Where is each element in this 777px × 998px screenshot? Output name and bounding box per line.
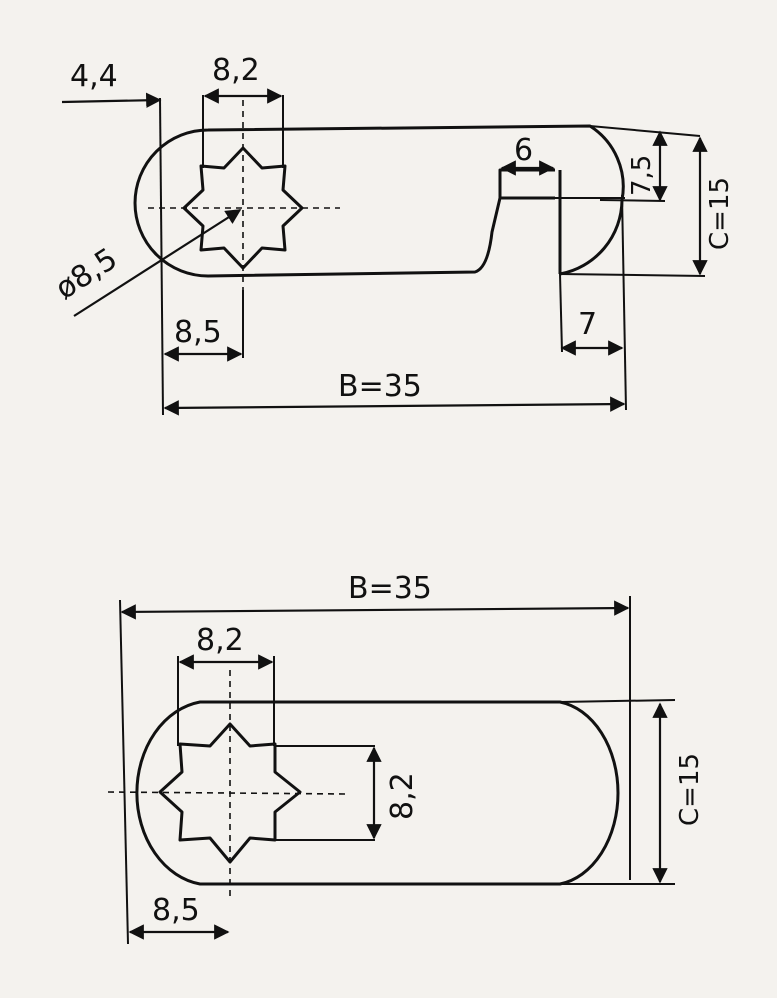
label-7-5: 7,5: [627, 155, 657, 196]
label-8-2-top: 8,2: [212, 53, 260, 88]
bottom-ext-top: [559, 699, 676, 703]
label-c15-bottom: C=15: [675, 753, 705, 826]
top-view: 4,4 8,2 6 7,5 C=15 ø8,5 8,5 7 B=35: [49, 53, 735, 416]
label-b35-bottom: B=35: [348, 571, 432, 606]
label-c15-top: C=15: [705, 177, 735, 250]
top-ext-left: [159, 97, 164, 416]
label-8-5-top: 8,5: [174, 315, 222, 350]
label-8-5-bottom: 8,5: [152, 893, 200, 928]
top-ext-slot: [559, 273, 563, 353]
top-ext-bottom: [559, 273, 706, 277]
label-4-4: 4,4: [70, 59, 118, 94]
dim-line-4-4: [61, 92, 162, 108]
bottom-ext-left: [119, 599, 129, 945]
bottom-axis-horizontal: [107, 791, 346, 795]
label-8-2-horizontal: 8,2: [196, 623, 244, 658]
dim-line-b35-top: [163, 396, 626, 416]
top-ext-slot-depth: [599, 199, 666, 202]
top-ext-right: [621, 194, 627, 411]
label-diameter: ø8,5: [49, 241, 123, 306]
label-7: 7: [578, 307, 597, 342]
bottom-view: B=35 8,2 8,2 C=15 8,5: [107, 571, 705, 945]
top-cam-outline: [133, 124, 625, 278]
top-ext-top: [589, 125, 701, 137]
label-6: 6: [514, 133, 533, 168]
label-8-2-vertical: 8,2: [385, 772, 420, 820]
label-b35-top: B=35: [338, 369, 422, 404]
dim-line-b35-bottom: [120, 600, 630, 620]
dim-leader-diameter: [73, 209, 242, 317]
